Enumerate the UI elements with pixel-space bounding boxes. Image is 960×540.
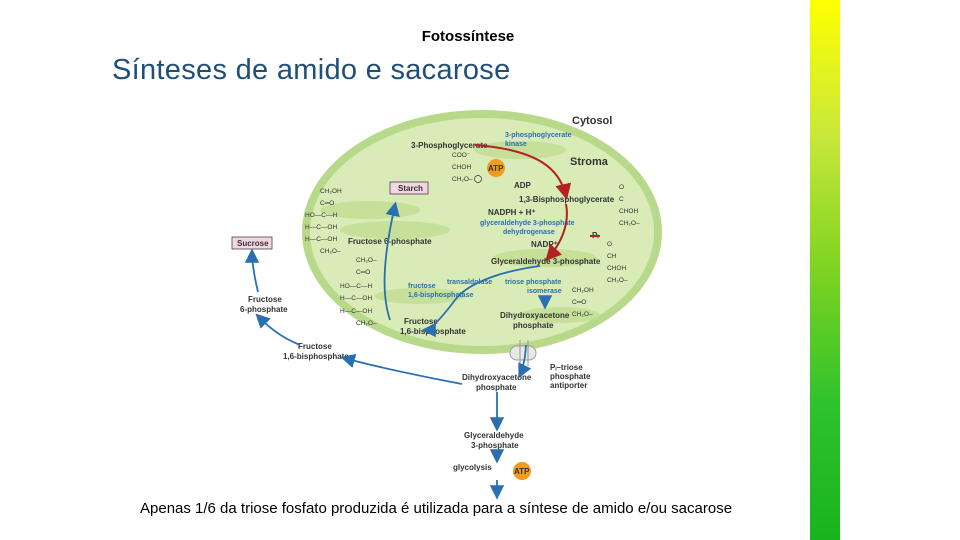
svg-text:CH₂O–: CH₂O– (572, 311, 593, 318)
glycolysis-label: glycolysis (453, 463, 492, 472)
nadph-label: NADPH + H⁺ (488, 208, 536, 217)
stroma-label: Stroma (570, 156, 609, 168)
antiporter-label-2: phosphate (550, 372, 591, 381)
svg-text:H—C—OH: H—C—OH (340, 295, 372, 302)
dhap-stroma-label-1: Dihydroxyacetone (500, 311, 570, 320)
f6p-cytosol-label-2: 6-phosphate (240, 305, 288, 314)
svg-text:H—C—OH: H—C—OH (305, 224, 337, 231)
svg-text:HO—C—H: HO—C—H (340, 283, 372, 290)
svg-text:CHOH: CHOH (607, 265, 626, 272)
gapdh-label-2: dehydrogenase (503, 229, 555, 236)
svg-text:CHOH: CHOH (619, 208, 638, 215)
bpg-label: 1,3-Bisphosphoglycerate (519, 195, 615, 204)
svg-text:CH₂O–: CH₂O– (619, 220, 640, 227)
slide-topic: Fotossíntese (421, 28, 515, 45)
pga-kinase-label: 3-phosphoglycerate (505, 132, 572, 139)
svg-text:C═O: C═O (572, 299, 586, 306)
fbpase-label-2: 1,6-bisphosphatase (408, 292, 473, 299)
svg-text:CH₂OH: CH₂OH (572, 287, 594, 294)
svg-text:CH₂O–: CH₂O– (320, 248, 341, 255)
svg-text:CH₂O–: CH₂O– (607, 277, 628, 284)
svg-text:CH: CH (607, 253, 617, 260)
transaldolase-label: transaldolase (447, 279, 492, 286)
g3p-cytosol-label-2: 3-phosphate (471, 441, 519, 450)
slide-title: Sínteses de amido e sacarose (112, 54, 511, 86)
bpg-g3p-structures: O C CHOH CH₂O– O CH CHOH CH₂O– (607, 184, 640, 284)
svg-text:CH₂O–: CH₂O– (356, 320, 377, 327)
dhap-cytosol-label-1: Dihydroxyacetone (462, 373, 532, 382)
fbp-stroma-label-2: 1,6-bisphosphate (400, 327, 466, 336)
fbpase-label-1: fructose (408, 283, 436, 290)
atp-cytosol-label: ATP (514, 467, 530, 476)
svg-text:CH₂O–: CH₂O– (356, 257, 377, 264)
f6p-structure: CH₂OH C═O HO—C—H H—C—OH H—C—OH CH₂O– (305, 188, 342, 255)
svg-text:O: O (619, 184, 624, 191)
svg-text:COO⁻: COO⁻ (452, 152, 471, 159)
antiporter-label-3: antiporter (550, 381, 587, 390)
cytosol-label: Cytosol (572, 115, 612, 127)
atp-stroma-icon (487, 159, 505, 177)
svg-text:HO—C—H: HO—C—H (305, 212, 337, 219)
svg-text:H—C—OH: H—C—OH (305, 236, 337, 243)
f6p-cytosol-label-1: Fructose (248, 295, 282, 304)
atp-stroma-label: ATP (488, 164, 504, 173)
atp-cytosol-icon (513, 462, 531, 480)
antiporter-icon (509, 340, 537, 366)
svg-text:C═O: C═O (320, 200, 334, 207)
pathway-arrows (244, 201, 553, 500)
gapdh-label-1: glyceraldehyde 3-phosphate (480, 220, 575, 227)
svg-text:H—C—OH: H—C—OH (340, 308, 372, 315)
f6p-stroma-label: Fructose 6-phosphate (348, 237, 432, 246)
pga-structure: COO⁻ CHOH CH₂O– (452, 152, 482, 183)
svg-text:CHOH: CHOH (452, 164, 471, 171)
decorative-gradient-bar (810, 0, 840, 540)
adp-label: ADP (514, 181, 532, 190)
fbp-structure: CH₂O– C═O HO—C—H H—C—OH H—C—OH CH₂O– (340, 257, 377, 327)
svg-text:CH₂OH: CH₂OH (320, 188, 342, 195)
g3p-cytosol-label-1: Glyceraldehyde (464, 431, 524, 440)
tpi-label-2: isomerase (527, 288, 562, 295)
dhap-stroma-label-2: phosphate (513, 321, 554, 330)
fbp-cytosol-label-2: 1,6-bisphosphate (283, 352, 349, 361)
pga-kinase-label-2: kinase (505, 141, 527, 148)
tpi-label-1: triose phosphate (505, 279, 562, 286)
svg-text:O: O (607, 241, 612, 248)
svg-text:C: C (619, 196, 624, 203)
sucrose-box: Sucrose (237, 239, 269, 248)
nadp-label: NADP⁺ (531, 240, 558, 249)
fbp-cytosol-label-1: Fructose (298, 342, 332, 351)
chloroplast-stroma (310, 118, 654, 346)
pga-label: 3-Phosphoglycerate (411, 141, 488, 150)
dhap-cytosol-label-2: phosphate (476, 383, 517, 392)
starch-box: Starch (398, 184, 423, 193)
calvin-arrows (474, 144, 600, 261)
fbp-stroma-label-1: Fructose (404, 317, 438, 326)
svg-text:C═O: C═O (356, 269, 370, 276)
antiporter-label-1: Pᵢ–triose (550, 363, 583, 372)
slide-caption: Apenas 1/6 da triose fosfato produzida é… (140, 500, 733, 517)
svg-text:CH₂O–: CH₂O– (452, 176, 473, 183)
dhap-structure: CH₂OH C═O CH₂O– (572, 287, 594, 318)
g3p-stroma-label: Glyceraldehyde 3-phosphate (491, 257, 601, 266)
